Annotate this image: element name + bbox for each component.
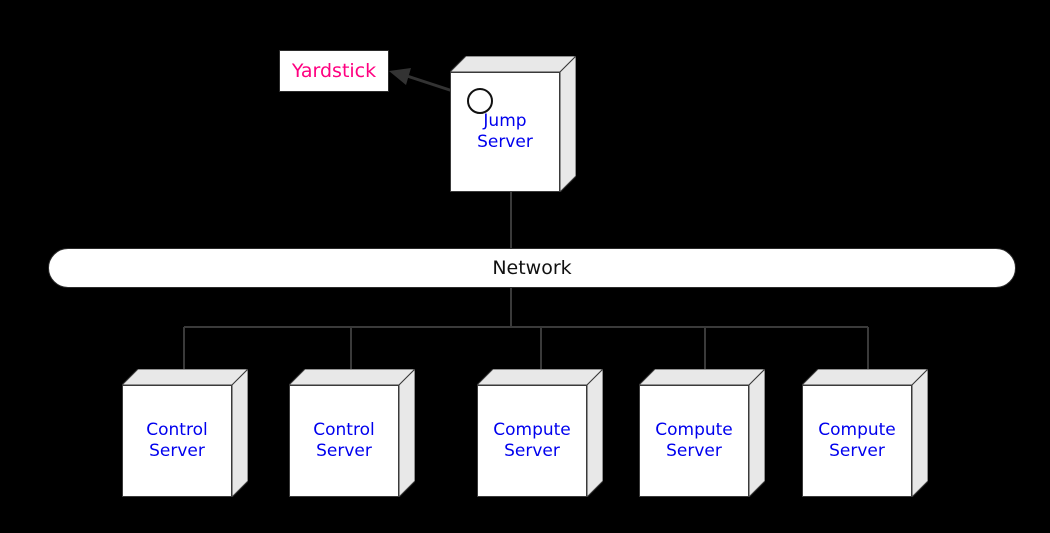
jump-server-label-line-1: Jump <box>483 111 527 132</box>
node-label-line-1: Compute <box>818 420 896 441</box>
node-label-line-2: Server <box>829 441 885 461</box>
node-label-line-1: Compute <box>493 420 571 441</box>
network-label: Network <box>492 256 572 279</box>
node-compute-server-1[interactable]: Compute Server <box>477 369 603 497</box>
node-label-line-2: Server <box>504 441 560 461</box>
node-label-line-1: Control <box>146 420 208 441</box>
compute-server-2-3d-shading <box>639 369 765 497</box>
yardstick-label: Yardstick <box>291 59 377 82</box>
compute-server-1-3d-shading <box>477 369 603 497</box>
compute-server-3-face: Compute Server <box>802 385 912 497</box>
node-label-line-1: Control <box>313 420 375 441</box>
node-label-line-2: Server <box>666 441 722 461</box>
node-compute-server-3[interactable]: Compute Server <box>802 369 928 497</box>
node-compute-server-2[interactable]: Compute Server <box>639 369 765 497</box>
node-control-server-1[interactable]: Control Server <box>122 369 248 497</box>
control-server-1-face: Control Server <box>122 385 232 497</box>
compute-server-3-3d-shading <box>802 369 928 497</box>
node-control-server-2[interactable]: Control Server <box>289 369 415 497</box>
compute-server-2-face: Compute Server <box>639 385 749 497</box>
network-bar: Network <box>48 248 1016 288</box>
compute-server-1-face: Compute Server <box>477 385 587 497</box>
control-server-2-face: Control Server <box>289 385 399 497</box>
jump-server-node[interactable]: Jump Server <box>450 56 576 192</box>
jump-server-label-line-2: Server <box>477 132 533 152</box>
node-label-line-1: Compute <box>655 420 733 441</box>
jump-server-face: Jump Server <box>450 72 560 192</box>
node-label-line-2: Server <box>149 441 205 461</box>
yardstick-note: Yardstick <box>279 50 389 92</box>
interface-circle-icon <box>467 88 493 114</box>
node-label-line-2: Server <box>316 441 372 461</box>
control-server-1-3d-shading <box>122 369 248 497</box>
